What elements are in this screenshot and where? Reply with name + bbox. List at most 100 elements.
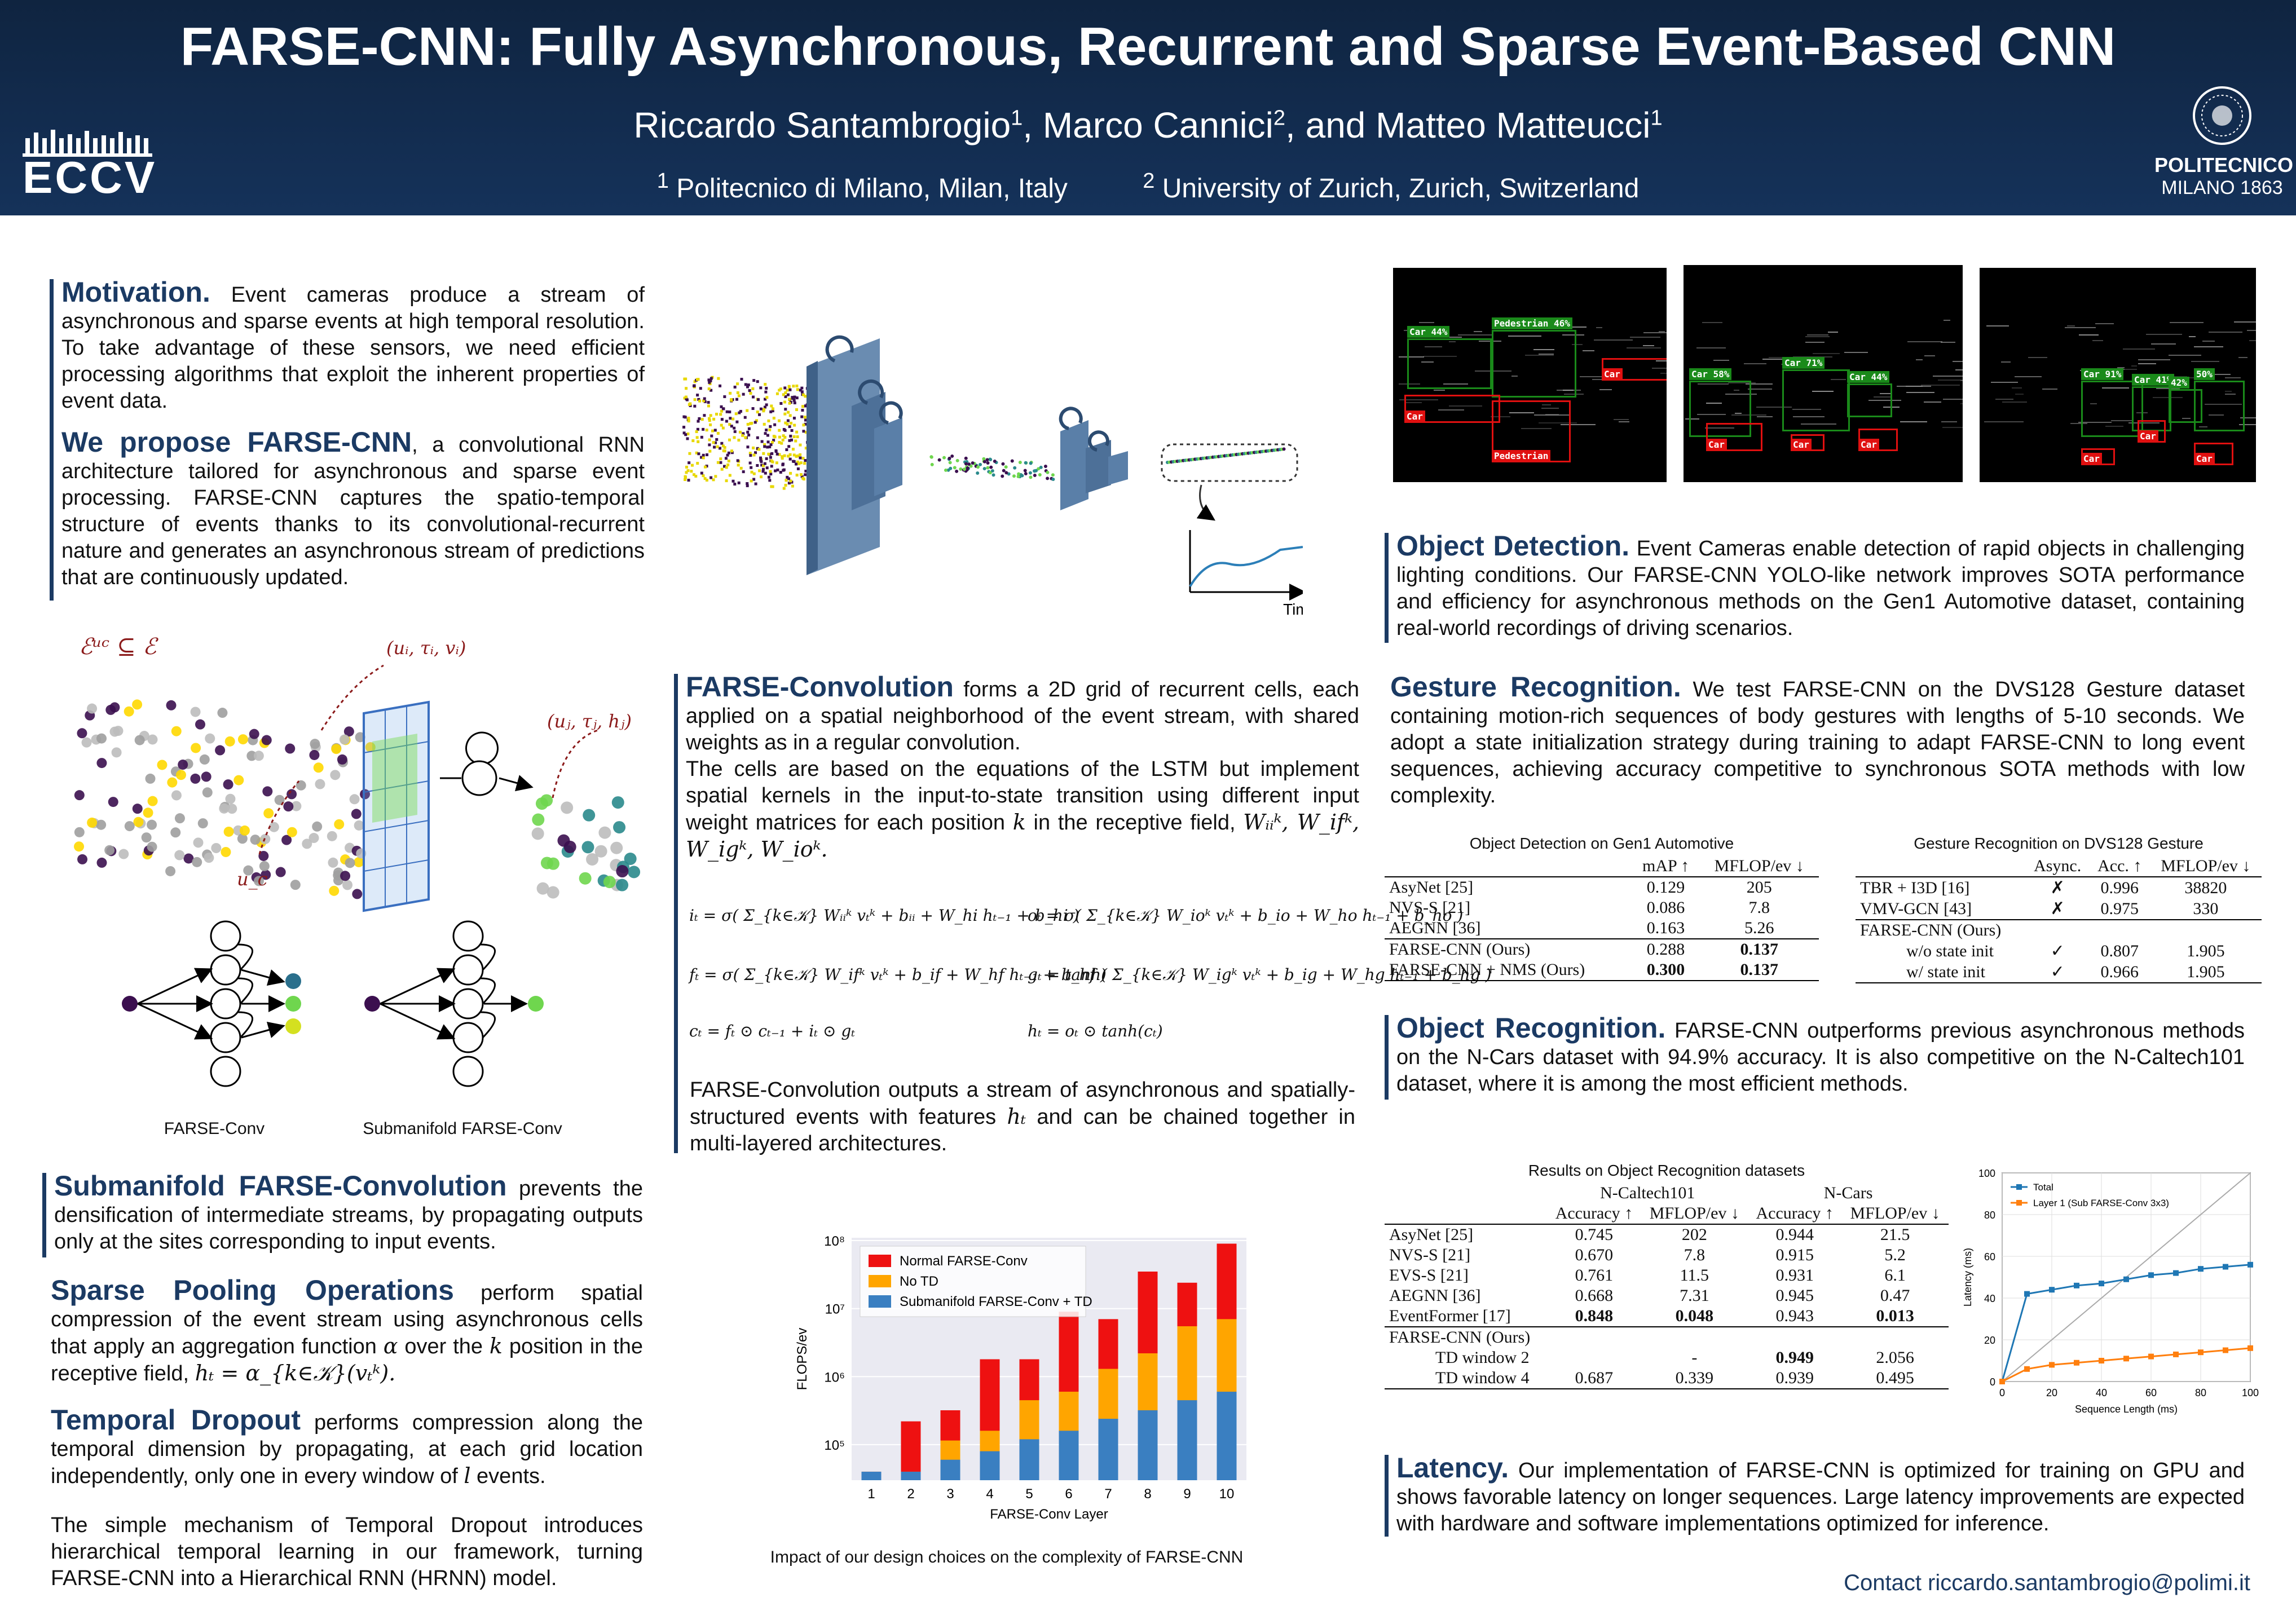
table-cell: NVS-S [21] bbox=[1389, 898, 1471, 917]
event-speck bbox=[2202, 340, 2215, 342]
event-dot bbox=[74, 841, 85, 852]
data-point bbox=[2223, 1347, 2228, 1353]
pipeline-event bbox=[702, 456, 705, 460]
stream-event bbox=[1010, 459, 1014, 463]
pipeline-event bbox=[746, 422, 750, 426]
pipeline-event bbox=[781, 457, 784, 460]
pipeline-event bbox=[763, 405, 766, 409]
pipeline-event bbox=[789, 434, 792, 438]
pipeline-event bbox=[714, 441, 717, 444]
stream-event bbox=[986, 466, 990, 470]
eq-cell-state: cₜ = fₜ ⊙ cₜ₋₁ + iₜ ⊙ gₜ bbox=[689, 1022, 856, 1040]
table-row: FARSE-CNN (Ours) bbox=[1856, 920, 2262, 941]
pipeline-event bbox=[766, 445, 769, 449]
event-speck bbox=[1643, 332, 1667, 333]
pipeline-event bbox=[729, 417, 732, 420]
lstm-cell bbox=[210, 1022, 241, 1053]
y-tick-label: 80 bbox=[1984, 1210, 1995, 1221]
table-cell: w/ state init bbox=[1906, 962, 1985, 981]
output-node bbox=[285, 973, 301, 989]
table-cell: 0.807 bbox=[2100, 941, 2139, 960]
event-speck bbox=[2208, 331, 2243, 333]
input-node bbox=[122, 996, 138, 1012]
event-dot bbox=[310, 739, 320, 749]
data-point bbox=[2173, 1351, 2179, 1357]
pipeline-event bbox=[723, 395, 726, 399]
pipeline-event bbox=[748, 389, 751, 392]
event-speck bbox=[1541, 408, 1559, 409]
event-speck bbox=[1960, 379, 1963, 381]
detection-table: Object Detection on Gen1 Automotive mAP … bbox=[1385, 835, 1819, 981]
event-dot bbox=[190, 707, 201, 717]
pipeline-event bbox=[784, 395, 787, 398]
pipeline-event bbox=[754, 451, 757, 454]
x-tick-label: 3 bbox=[946, 1486, 954, 1502]
x-tick-label: 0 bbox=[1999, 1387, 2005, 1398]
pipeline-event bbox=[695, 451, 698, 454]
y-tick-label: 40 bbox=[1984, 1293, 1995, 1304]
pipeline-event bbox=[780, 442, 783, 445]
submanifold-section: Submanifold FARSE-Convolution prevents t… bbox=[42, 1172, 643, 1257]
event-speck bbox=[1920, 384, 1960, 386]
event-speck bbox=[2191, 360, 2219, 362]
pipeline-event bbox=[747, 427, 751, 430]
y-tick-label: 60 bbox=[1984, 1251, 1995, 1263]
pipeline-event bbox=[758, 413, 761, 416]
y-tick-label: 10⁶ bbox=[824, 1370, 845, 1385]
pipeline-event bbox=[803, 416, 807, 419]
event-speck bbox=[1830, 378, 1847, 380]
pipeline-event bbox=[730, 451, 734, 454]
pipeline-event bbox=[788, 398, 791, 401]
pipeline-event bbox=[752, 453, 756, 457]
contact-email[interactable]: Contact riccardo.santambrogio@polimi.it bbox=[1844, 1570, 2250, 1595]
pipeline-event bbox=[779, 387, 783, 391]
detection-label: Car 44% bbox=[1847, 371, 1890, 383]
event-speck bbox=[2208, 414, 2224, 416]
event-speck bbox=[1545, 414, 1559, 416]
stream-event bbox=[967, 462, 971, 466]
event-dot bbox=[330, 770, 341, 780]
pipeline-event bbox=[788, 439, 791, 442]
event-dot bbox=[261, 870, 271, 880]
pipeline-event bbox=[729, 391, 732, 395]
pipeline-event bbox=[796, 388, 799, 391]
pipeline-event bbox=[801, 457, 805, 460]
pipeline-event bbox=[768, 428, 772, 431]
pipeline-event bbox=[695, 436, 699, 439]
pipeline-event bbox=[801, 476, 805, 480]
pipeline-event bbox=[756, 380, 759, 383]
data-point bbox=[2024, 1291, 2030, 1297]
pipeline-event bbox=[709, 379, 712, 382]
pipeline-event bbox=[760, 464, 764, 467]
event-dot bbox=[331, 744, 342, 754]
event-speck bbox=[1706, 403, 1722, 404]
event-speck bbox=[1880, 392, 1892, 394]
table-cell bbox=[1547, 1327, 1641, 1348]
detection-label: Car bbox=[1706, 439, 1727, 451]
pipeline-event bbox=[710, 434, 713, 438]
table-row: FARSE-CNN (Ours) bbox=[1385, 1327, 1949, 1348]
bounding-box bbox=[2194, 381, 2245, 431]
x-tick-label: 7 bbox=[1104, 1486, 1112, 1502]
event-speck bbox=[1541, 404, 1552, 405]
table-cell: 0.668 bbox=[1575, 1286, 1614, 1305]
pipeline-event bbox=[736, 391, 739, 394]
pipeline-event bbox=[746, 484, 749, 487]
pipeline-event bbox=[772, 435, 775, 438]
pipeline-event bbox=[804, 473, 807, 476]
eq-input-gate: iₜ = σ( Σ_{k∈𝒦} Wᵢᵢᵏ vₜᵏ + bᵢᵢ + W_hi hₜ… bbox=[689, 906, 1079, 925]
pipeline-event bbox=[684, 433, 688, 436]
event-speck bbox=[1398, 383, 1420, 385]
pipeline-event bbox=[746, 385, 750, 389]
data-point bbox=[2148, 1353, 2154, 1360]
event-dot bbox=[195, 719, 206, 730]
event-dot bbox=[275, 867, 286, 877]
pipeline-event bbox=[751, 395, 755, 399]
author-name: Marco Cannici bbox=[1042, 105, 1273, 145]
pipeline-event bbox=[702, 474, 705, 478]
event-speck bbox=[2120, 369, 2138, 370]
output-event-dot bbox=[616, 865, 629, 878]
